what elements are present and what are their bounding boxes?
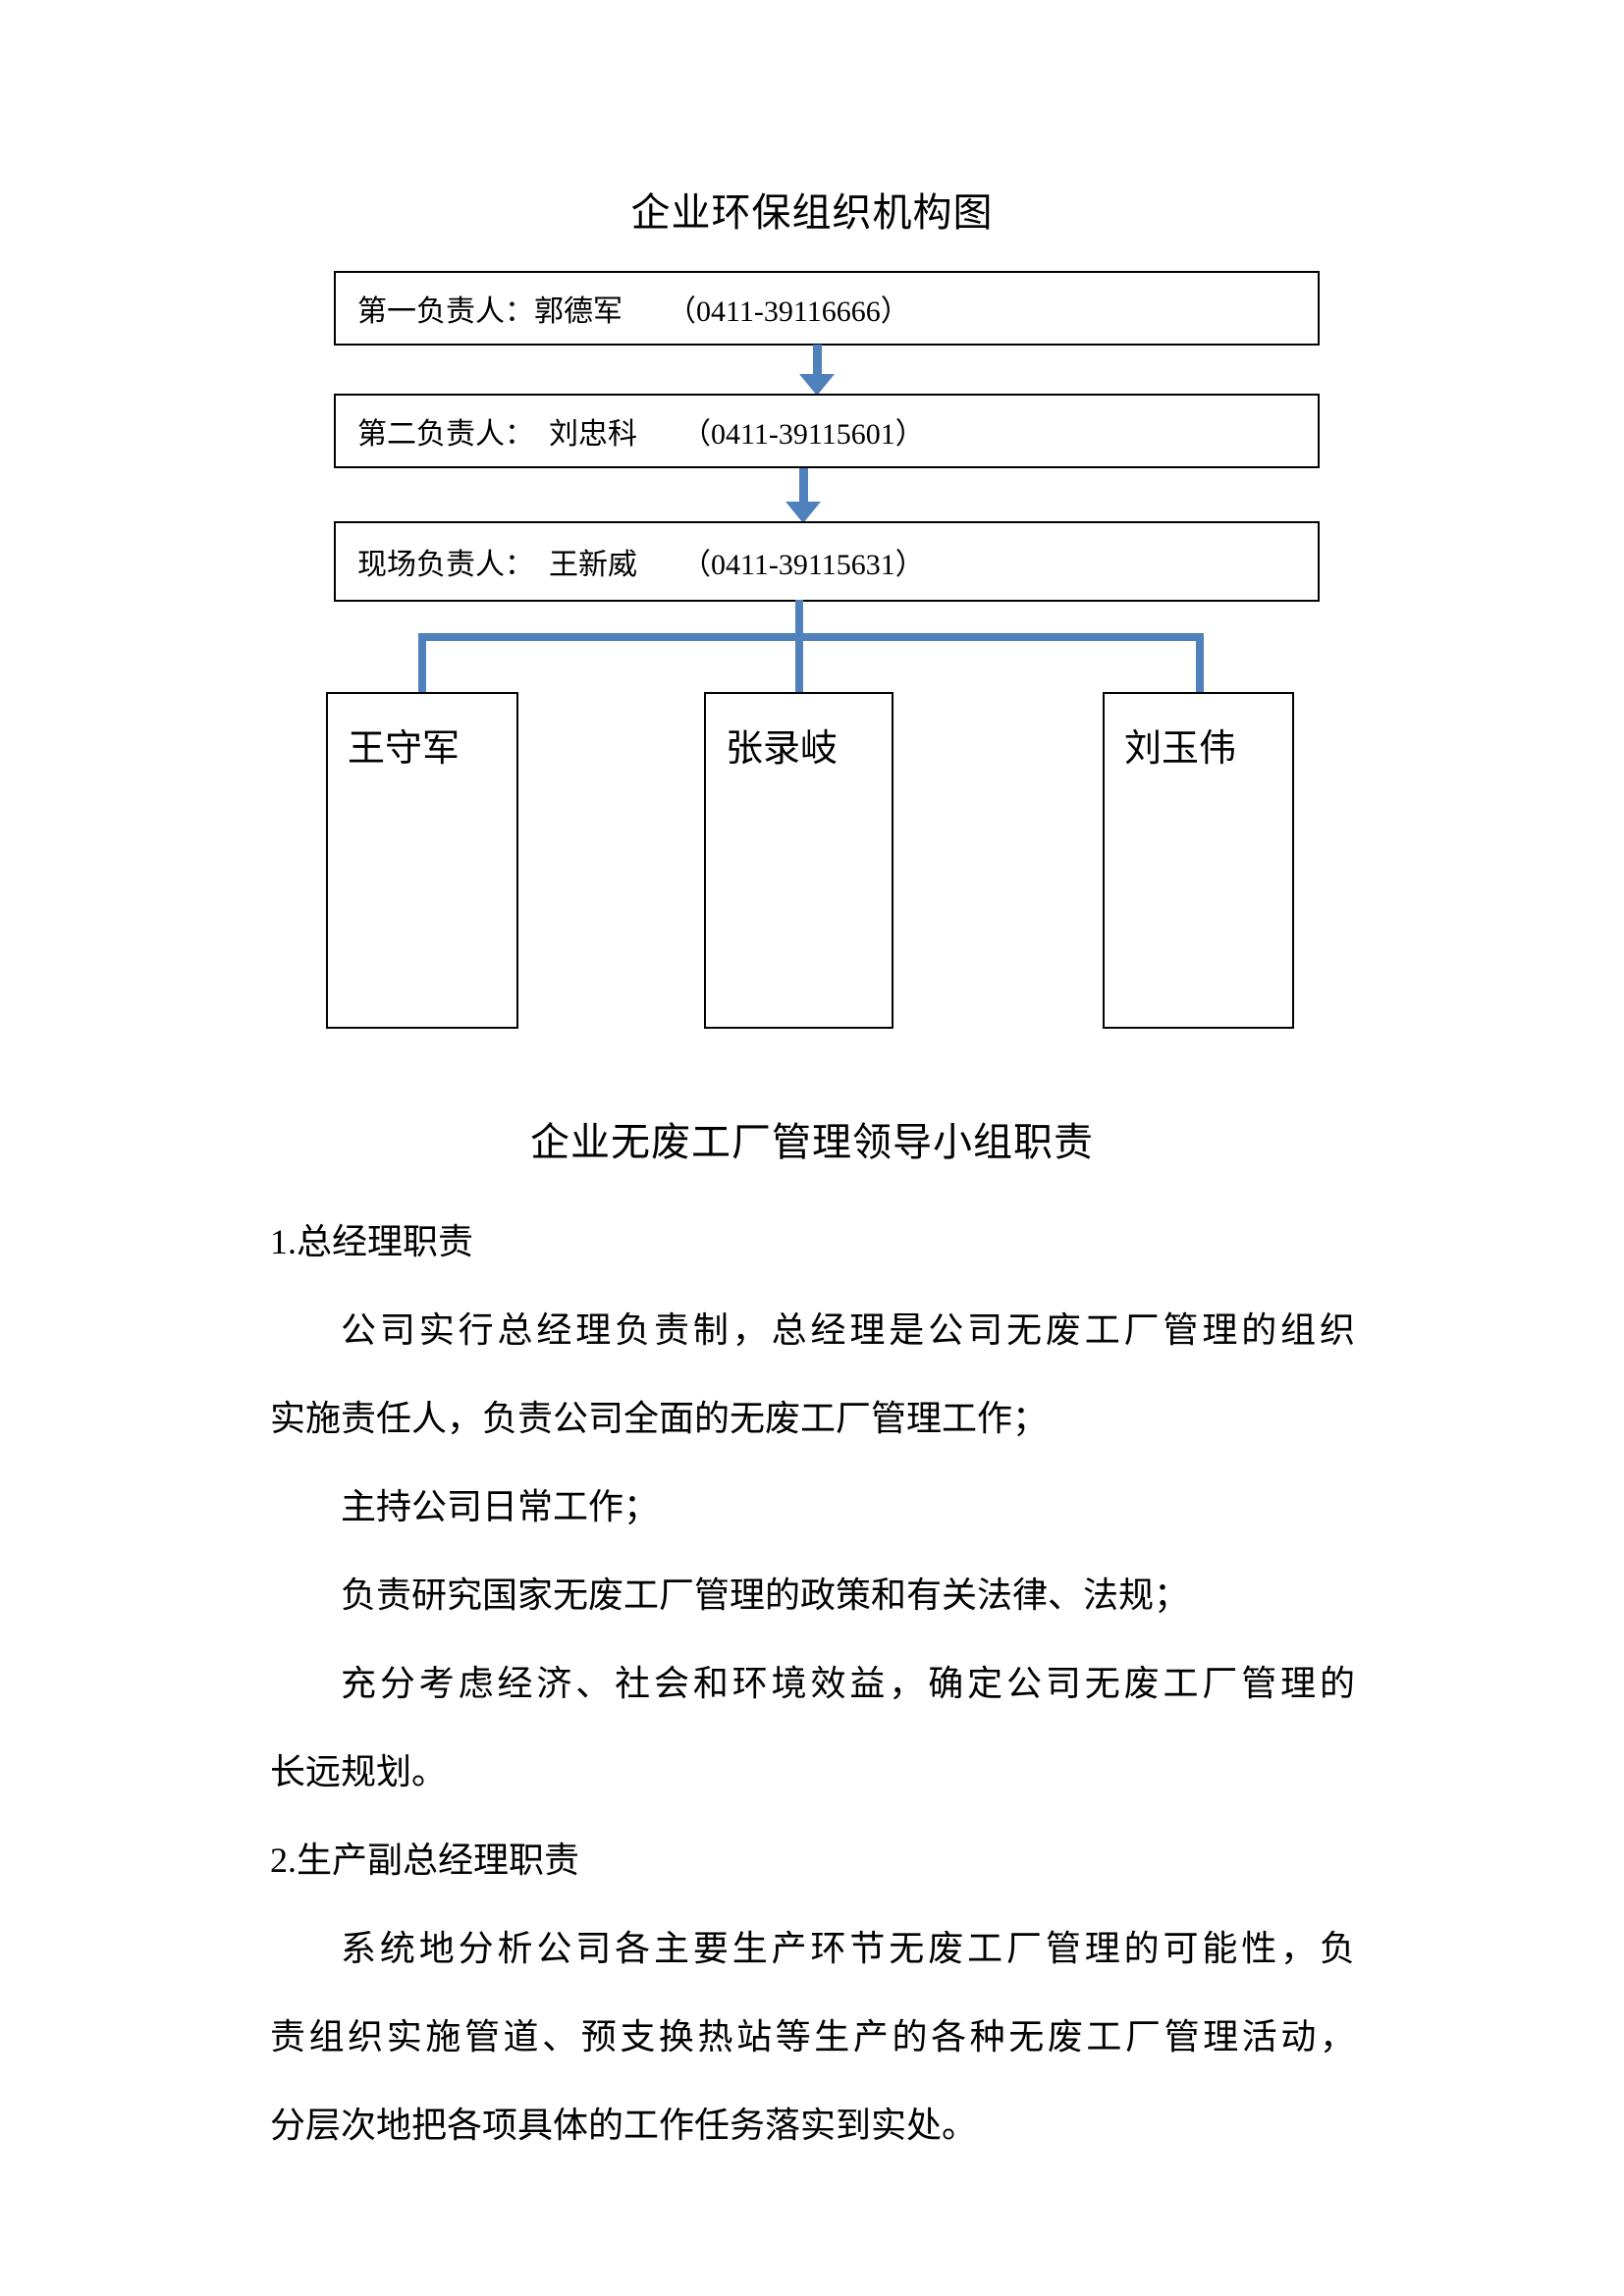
body-line: 实施责任人，负责公司全面的无废工厂管理工作； — [270, 1399, 1049, 1438]
org-box-member-2: 张录岐 — [704, 692, 893, 1029]
arrow-head — [785, 502, 821, 523]
body-line: 主持公司日常工作； — [341, 1487, 660, 1526]
connector-middle-vertical — [795, 600, 803, 695]
body-line: 负责研究国家无废工厂管理的政策和有关法律、法规； — [341, 1575, 1190, 1615]
duties-section-title: 企业无废工厂管理领导小组职责 — [530, 1120, 1094, 1164]
down-arrow-icon — [785, 468, 821, 523]
org-chart-title: 企业环保组织机构图 — [630, 190, 994, 235]
member-name: 王守军 — [348, 728, 460, 770]
member-name: 刘玉伟 — [1124, 728, 1237, 770]
first-leader-label: 第一负责人：郭德军 （0411-39116666） — [357, 295, 910, 328]
org-box-member-1: 王守军 — [326, 692, 518, 1029]
connector-horizontal — [418, 633, 1204, 641]
arrow-shaft — [799, 468, 808, 506]
org-box-site-leader: 现场负责人： 王新威 （0411-39115631） — [334, 521, 1320, 602]
arrow-head — [799, 374, 835, 396]
org-box-second-leader: 第二负责人： 刘忠科 （0411-39115601） — [334, 394, 1320, 468]
body-line: 充分考虑经济、社会和环境效益，确定公司无废工厂管理的 — [341, 1664, 1355, 1703]
second-leader-label: 第二负责人： 刘忠科 （0411-39115601） — [357, 418, 925, 451]
connector-right-vertical — [1196, 633, 1204, 695]
body-line: 系统地分析公司各主要生产环节无废工厂管理的可能性，负 — [341, 1929, 1355, 1968]
site-leader-label: 现场负责人： 王新威 （0411-39115631） — [357, 549, 925, 581]
body-line: 长远规划。 — [270, 1752, 448, 1791]
arrow-shaft — [813, 345, 822, 378]
org-box-first-leader: 第一负责人：郭德军 （0411-39116666） — [334, 271, 1320, 346]
org-box-member-3: 刘玉伟 — [1103, 692, 1294, 1029]
connector-left-vertical — [418, 633, 426, 695]
member-name: 张录岐 — [726, 728, 839, 770]
body-line: 责组织实施管道、预支换热站等生产的各种无废工厂管理活动， — [270, 2017, 1355, 2056]
body-line: 分层次地把各项具体的工作任务落实到实处。 — [270, 2106, 978, 2145]
body-line: 2.生产副总经理职责 — [270, 1841, 580, 1880]
duties-body: 1.总经理职责 公司实行总经理负责制，总经理是公司无废工厂管理的组织 实施责任人… — [270, 1198, 1355, 2169]
body-line: 公司实行总经理负责制，总经理是公司无废工厂管理的组织 — [341, 1310, 1355, 1350]
body-line: 1.总经理职责 — [270, 1222, 474, 1261]
down-arrow-icon — [799, 345, 835, 396]
